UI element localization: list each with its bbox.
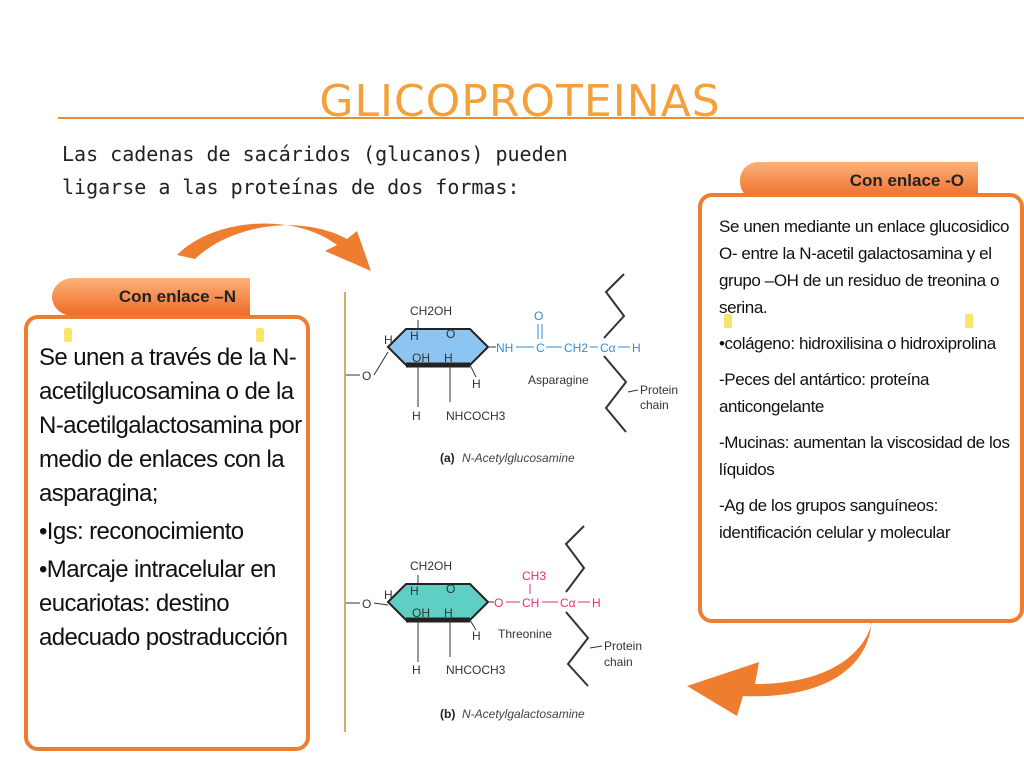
a-h3: H <box>410 329 419 343</box>
a-calpha: Cα <box>600 341 616 355</box>
b-ch2oh: CH2OH <box>410 559 452 573</box>
b-h5: H <box>412 663 421 677</box>
b-h-right: H <box>592 596 601 610</box>
n-link-item-3: •Marcaje intracelular en eucariotas: des… <box>39 556 288 651</box>
b-ch3: CH3 <box>522 569 546 583</box>
structure-b: CH2OH O H OH H H H H NHCOCH3 -() O O CH … <box>346 525 642 721</box>
a-h2: H <box>444 351 453 365</box>
b-ch: CH <box>522 596 539 610</box>
n-link-item-2: •Igs: reconocimiento <box>39 518 244 545</box>
a-nhcoch3: NHCOCH3 <box>446 409 506 423</box>
structure-a: CH2OH O H OH H H H H NHCOCH3 O NH C O CH… <box>346 273 678 465</box>
quote-mark-icon <box>724 314 732 328</box>
tab-n-link: Con enlace –N <box>52 278 250 316</box>
a-residue: Asparagine <box>528 373 589 387</box>
b-protein: Protein <box>604 639 642 653</box>
quote-mark-icon <box>965 314 973 328</box>
b-o-ring: O <box>446 582 455 596</box>
a-c1: C <box>536 341 545 355</box>
b-h3: H <box>410 584 419 598</box>
b-chain: chain <box>604 655 633 669</box>
b-o-link: O <box>494 596 503 610</box>
b-caption-letter: (b) <box>440 707 455 721</box>
b-oh: OH <box>412 606 430 620</box>
b-calpha: Cα <box>560 596 576 610</box>
a-nh: NH <box>496 341 513 355</box>
b-h4: H <box>472 629 481 643</box>
b-nhcoch3: NHCOCH3 <box>446 663 506 677</box>
n-link-item-1: Se unen a través de la N-acetilglucosami… <box>39 344 302 507</box>
intro-line-1: Las cadenas de sacáridos (glucanos) pued… <box>62 142 568 166</box>
panel-o-link: Se unen mediante un enlace glucosidico O… <box>698 193 1024 623</box>
a-h5: H <box>412 409 421 423</box>
a-ch2: CH2 <box>564 341 588 355</box>
o-link-item-1: Se unen mediante un enlace glucosidico O… <box>719 217 1010 317</box>
a-h4: H <box>472 377 481 391</box>
a-protein: Protein <box>640 383 678 397</box>
b-h1: H <box>384 588 393 602</box>
curved-arrow-bottom-icon <box>687 590 876 716</box>
a-chain: chain <box>640 398 669 412</box>
intro-text: Las cadenas de sacáridos (glucanos) pued… <box>62 138 702 204</box>
o-link-item-5: -Ag de los grupos sanguíneos: identifica… <box>719 496 951 542</box>
page-title: GLICOPROTEINAS <box>319 76 721 127</box>
a-o-ring: O <box>446 327 455 341</box>
quote-mark-icon <box>64 328 72 342</box>
curved-arrow-top-icon <box>177 223 371 271</box>
quote-mark-icon <box>256 328 264 342</box>
a-oh: OH <box>412 351 430 365</box>
a-h1: H <box>384 333 393 347</box>
o-link-item-2: •colágeno: hidroxilisina o hidroxiprolin… <box>719 334 996 353</box>
title-divider <box>58 117 1024 119</box>
a-o-left: O <box>362 369 371 383</box>
a-caption: N-Acetylglucosamine <box>462 451 575 465</box>
o-link-item-3: -Peces del antártico: proteína anticonge… <box>719 370 930 416</box>
a-h-right: H <box>632 341 641 355</box>
b-caption: N-Acetylgalactosamine <box>462 707 585 721</box>
a-caption-letter: (a) <box>440 451 455 465</box>
a-o-double: O <box>534 309 543 323</box>
glycosylation-diagram: CH2OH O H OH H H H H NHCOCH3 O NH C O CH… <box>344 273 678 732</box>
panel-n-link: Se unen a través de la N-acetilglucosami… <box>24 315 310 751</box>
b-h2: H <box>444 606 453 620</box>
o-link-item-4: -Mucinas: aumentan la viscosidad de los … <box>719 433 1010 479</box>
intro-line-2: ligarse a las proteínas de dos formas: <box>62 175 520 199</box>
a-ch2oh: CH2OH <box>410 304 452 318</box>
b-residue: Threonine <box>498 627 552 641</box>
b-o-left: O <box>362 597 371 611</box>
